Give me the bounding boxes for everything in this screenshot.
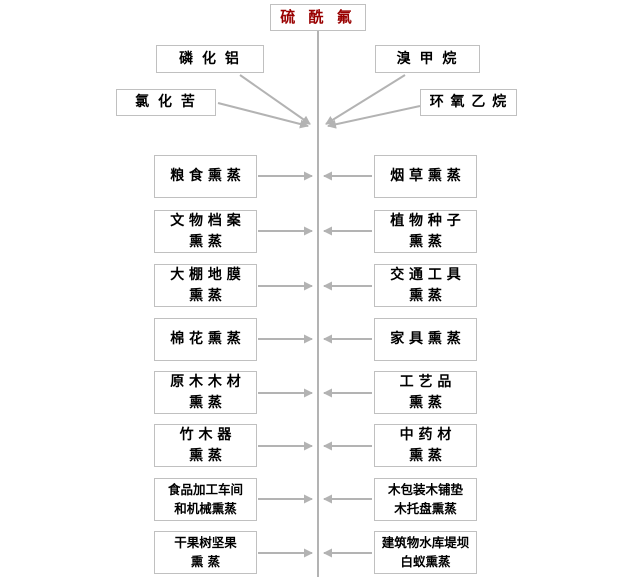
node-tobacco-fumigation: 烟 草 熏 蒸: [374, 155, 477, 198]
node-aluminum-phosphide: 磷 化 铝: [156, 45, 264, 73]
arrow-aluminum-phosphide: [239, 74, 311, 125]
node-methyl-bromide: 溴 甲 烷: [375, 45, 480, 73]
node-relics-archives-fumigation: 文 物 档 案 熏 蒸: [154, 210, 257, 253]
node-chloropicrin: 氯 化 苦: [116, 89, 216, 116]
node-furniture-fumigation: 家 具 熏 蒸: [374, 318, 477, 361]
node-handicraft-fumigation: 工 艺 品 熏 蒸: [374, 371, 477, 414]
node-ethylene-oxide: 环 氧 乙 烷: [420, 89, 517, 116]
node-bamboo-woodware-fumigation: 竹 木 器 熏 蒸: [154, 424, 257, 467]
top-converging-arrows: [217, 74, 421, 129]
node-sulfuryl-fluoride: 硫 酰 氟: [270, 4, 366, 31]
left-row-arrows: [258, 171, 313, 558]
arrow-chloropicrin: [217, 102, 309, 129]
node-greenhouse-film-fumigation: 大 棚 地 膜 熏 蒸: [154, 264, 257, 307]
node-plant-seed-fumigation: 植 物 种 子 熏 蒸: [374, 210, 477, 253]
arrow-ethylene-oxide: [327, 105, 421, 129]
node-building-termite-fumigation: 建筑物水库堤坝 白蚁熏蒸: [374, 531, 477, 574]
node-herbal-medicine-fumigation: 中 药 材 熏 蒸: [374, 424, 477, 467]
node-log-timber-fumigation: 原 木 木 材 熏 蒸: [154, 371, 257, 414]
arrow-methyl-bromide: [325, 74, 406, 125]
node-wood-packaging-pallet-fumigation: 木包装木铺垫 木托盘熏蒸: [374, 478, 477, 521]
node-cotton-fumigation: 棉 花 熏 蒸: [154, 318, 257, 361]
node-grain-fumigation: 粮 食 熏 蒸: [154, 155, 257, 198]
node-food-workshop-machinery-fumigation: 食品加工车间 和机械熏蒸: [154, 478, 257, 521]
node-transport-vehicle-fumigation: 交 通 工 具 熏 蒸: [374, 264, 477, 307]
right-row-arrows: [323, 171, 372, 558]
node-dried-fruit-nut-fumigation: 干果树坚果 熏 蒸: [154, 531, 257, 574]
